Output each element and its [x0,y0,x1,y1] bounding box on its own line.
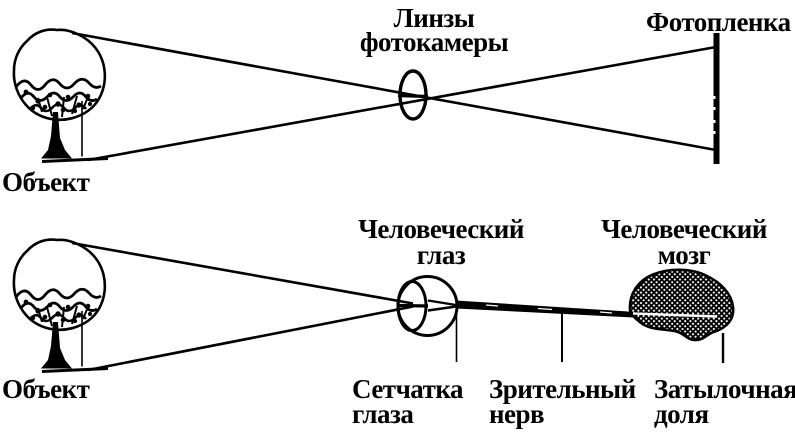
eye-axis-bar [398,303,429,308]
light-ray-top [71,31,717,152]
film-plane [713,33,720,164]
optic-nerve [456,300,644,318]
human-eye-label: Человеческий глаз [358,214,524,270]
eye-diagram [12,238,735,373]
lens-axis-bar [397,93,429,99]
refracted-rays [427,299,457,312]
camera-lens-label: Линзы фотокамеры [359,3,509,57]
eye-object-label: Объект [2,374,90,404]
nerve-path-in-brain [632,312,718,318]
light-ray-bottom [87,305,414,372]
human-brain-label: Человеческий мозг [601,214,767,270]
camera-object-label: Объект [2,167,90,197]
object-tree [12,238,110,373]
occipital-lobe-label: Затылочная доля [654,374,795,429]
object-tree [12,28,110,163]
retina-label: Сетчатка глаза [352,374,464,429]
light-ray-bottom [87,45,717,162]
light-ray-top [71,241,414,305]
film-label: Фотопленка [646,7,791,37]
optic-nerve-label: Зрительный нерв [489,374,636,429]
camera-diagram [12,28,720,164]
human-brain [628,268,735,342]
